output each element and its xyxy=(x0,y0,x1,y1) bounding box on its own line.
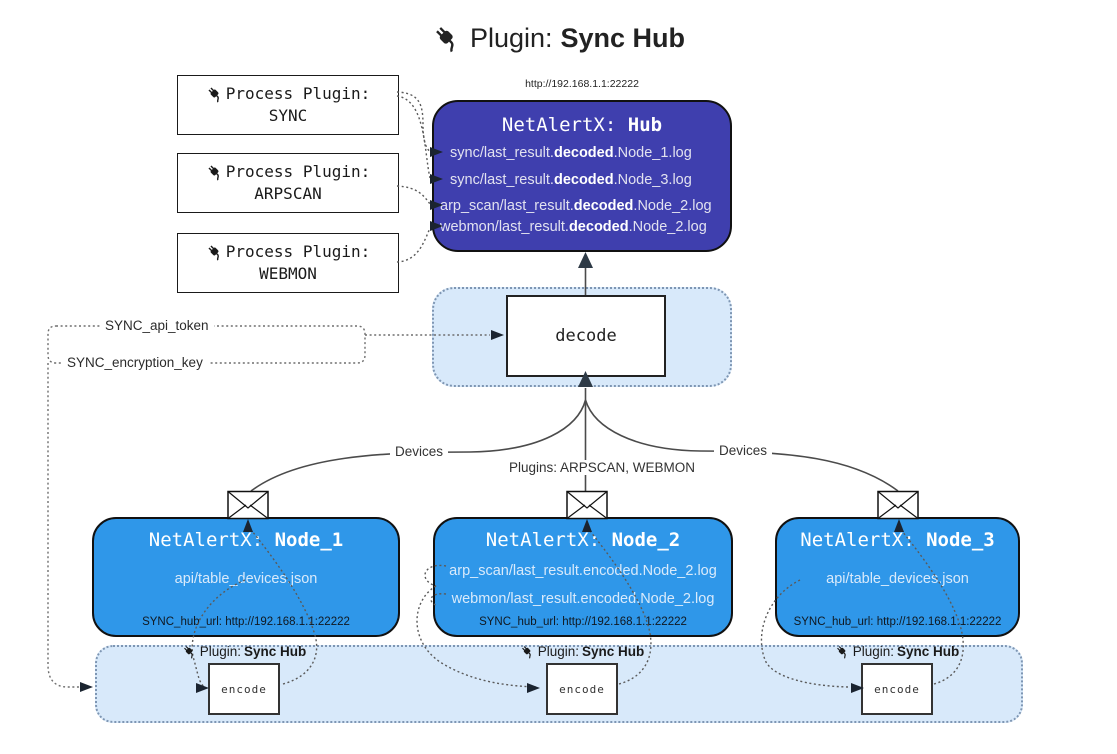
hub-row-post: .Node_3.log xyxy=(613,172,692,188)
hub-url: http://192.168.1.1:22222 xyxy=(525,78,639,90)
plugin-sync-hub-label: Plugin: Sync Hub xyxy=(497,644,667,659)
hub-row-bold: decoded xyxy=(568,219,629,235)
node-box-node-2: NetAlertX: Node_2 arp_scan/last_result.e… xyxy=(433,517,733,637)
plug-icon xyxy=(182,644,197,659)
sync-api-token-label: SYNC_api_token xyxy=(100,318,214,333)
process-plugin-name: WEBMON xyxy=(259,264,317,283)
encode-box: encode xyxy=(861,663,933,715)
encode-box: encode xyxy=(546,663,618,715)
node-title: NetAlertX: Node_2 xyxy=(435,529,731,551)
node-title-name: Node_1 xyxy=(274,529,344,551)
hub-row-post: .Node_2.log xyxy=(628,219,707,235)
plug-icon xyxy=(520,644,535,659)
hub-row: arp_scan/last_result.decoded.Node_2.log xyxy=(440,198,732,214)
edge-sync-to-hub-2 xyxy=(396,95,431,179)
edge-webmon-to-hub xyxy=(396,227,431,263)
process-plugin-name: SYNC xyxy=(268,106,308,125)
node-title: NetAlertX: Node_3 xyxy=(777,529,1018,551)
hub-title-name: Hub xyxy=(627,114,663,136)
envelope-icon xyxy=(227,490,269,520)
edge-label-devices-left: Devices xyxy=(390,444,449,459)
plugin-label-prefix: Plugin: xyxy=(199,644,241,659)
arrowhead xyxy=(80,682,93,692)
hub-title-prefix: NetAlertX: xyxy=(501,114,628,136)
plug-icon xyxy=(835,644,850,659)
edge-label-plugins: Plugins: ARPSCAN, WEBMON xyxy=(504,460,701,475)
hub-row-post: .Node_2.log xyxy=(633,198,712,214)
plug-icon xyxy=(206,163,224,181)
node-title-prefix: NetAlertX: xyxy=(800,529,927,551)
node-title-prefix: NetAlertX: xyxy=(148,529,275,551)
hub-row-bold: decoded xyxy=(573,198,634,214)
hub-row: webmon/last_result.decoded.Node_2.log xyxy=(440,219,732,235)
hub-row-post: .Node_1.log xyxy=(613,145,692,161)
node-hub-url: SYNC_hub_url: http://192.168.1.1:22222 xyxy=(793,616,1002,628)
process-plugin-box-webmon: Process Plugin: WEBMON xyxy=(177,233,399,293)
hub-row-pre: webmon/last_result. xyxy=(440,219,569,235)
sync-encryption-key-label: SYNC_encryption_key xyxy=(62,355,208,370)
node-line: api/table_devices.json xyxy=(174,571,318,587)
process-plugin-box-sync: Process Plugin: SYNC xyxy=(177,75,399,135)
hub-row-pre: arp_scan/last_result. xyxy=(440,198,574,214)
node-line: arp_scan/last_result.encoded.Node_2.log xyxy=(449,563,717,579)
hub-title: NetAlertX: Hub xyxy=(434,114,730,136)
hub-row: sync/last_result.decoded.Node_3.log xyxy=(450,172,742,188)
page-title: Plugin: Sync Hub xyxy=(0,16,1117,60)
hub-row: sync/last_result.decoded.Node_1.log xyxy=(450,145,742,161)
plug-icon xyxy=(432,23,462,53)
edge-settings-to-encoders xyxy=(47,363,80,688)
plug-icon xyxy=(206,243,224,261)
plugin-label-prefix: Plugin: xyxy=(852,644,894,659)
page-title-prefix: Plugin: xyxy=(469,22,553,53)
node-title: NetAlertX: Node_1 xyxy=(94,529,398,551)
node-box-node-1: NetAlertX: Node_1 api/table_devices.json… xyxy=(92,517,400,637)
hub-row-pre: sync/last_result. xyxy=(450,172,554,188)
node-title-prefix: NetAlertX: xyxy=(485,529,612,551)
process-plugin-label: Process Plugin: xyxy=(225,242,371,261)
plugin-label-name: Sync Hub xyxy=(897,644,960,659)
node-line: api/table_devices.json xyxy=(826,571,969,587)
decode-box: decode xyxy=(506,295,666,377)
hub-row-bold: decoded xyxy=(553,172,614,188)
hub-row-bold: decoded xyxy=(553,145,614,161)
process-plugin-name: ARPSCAN xyxy=(254,184,322,203)
process-plugin-label: Process Plugin: xyxy=(225,162,371,181)
node-hub-url: SYNC_hub_url: http://192.168.1.1:22222 xyxy=(142,616,350,628)
process-plugin-box-arpscan: Process Plugin: ARPSCAN xyxy=(177,153,399,213)
page-title-name: Sync Hub xyxy=(560,22,686,53)
node-box-node-3: NetAlertX: Node_3 api/table_devices.json… xyxy=(775,517,1020,637)
edge-label-devices-right: Devices xyxy=(714,443,773,458)
node-title-name: Node_3 xyxy=(926,529,995,551)
node-line: webmon/last_result.encoded.Node_2.log xyxy=(451,591,715,607)
hub-box: NetAlertX: Hub sync/last_result.decoded.… xyxy=(432,100,732,252)
plugin-label-name: Sync Hub xyxy=(582,644,645,659)
arrowhead-up xyxy=(578,252,593,268)
edge-sync-to-hub-1 xyxy=(396,91,432,153)
node-hub-url: SYNC_hub_url: http://192.168.1.1:22222 xyxy=(479,616,687,628)
plugin-sync-hub-label: Plugin: Sync Hub xyxy=(159,644,329,659)
encode-box: encode xyxy=(208,663,280,715)
envelope-icon xyxy=(566,490,608,520)
edge-arpscan-to-hub xyxy=(396,185,431,205)
plugin-label-prefix: Plugin: xyxy=(537,644,579,659)
plugin-sync-hub-label: Plugin: Sync Hub xyxy=(812,644,982,659)
hub-row-pre: sync/last_result. xyxy=(450,145,554,161)
envelope-icon xyxy=(877,490,919,520)
node-title-name: Node_2 xyxy=(611,529,681,551)
plug-icon xyxy=(206,85,224,103)
process-plugin-label: Process Plugin: xyxy=(225,84,371,103)
plugin-label-name: Sync Hub xyxy=(244,644,307,659)
